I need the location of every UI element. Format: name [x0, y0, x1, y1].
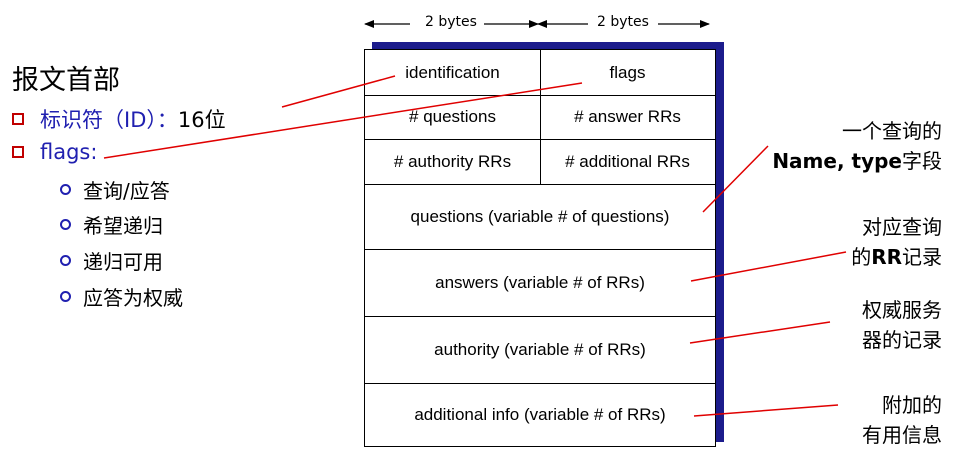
flags-subitem: 希望递归: [60, 210, 163, 239]
row-divider: [365, 184, 715, 185]
note-questions-fields: 字段: [902, 149, 942, 173]
note-answers-rr: RR: [871, 245, 902, 269]
note-answers: 对应查询 的RR记录: [851, 212, 942, 272]
note-additional-line2: 有用信息: [862, 423, 942, 447]
note-additional-line1: 附加的: [882, 393, 942, 417]
note-answers-line2: 的RR记录: [851, 242, 942, 272]
section-answers: answers (variable # of RRs): [435, 272, 645, 292]
flags-subitem: 应答为权威: [60, 282, 183, 311]
note-questions: 一个查询的 Name, type字段: [772, 116, 942, 176]
flags-subitem-text: 查询/应答: [83, 179, 170, 203]
bytes-left-label: 2 bytes: [425, 14, 477, 30]
row-divider: [365, 249, 715, 250]
circle-bullet-icon: [60, 219, 71, 230]
bullet-id: 标识符（ID）： 16位: [12, 104, 226, 134]
section-questions: questions (variable # of questions): [410, 206, 670, 226]
section-authority: authority (variable # of RRs): [434, 339, 646, 359]
flags-subitem-text: 应答为权威: [83, 286, 183, 310]
field-additional-rrs: # additional RRs: [565, 151, 690, 171]
field-answer-rrs: # answer RRs: [574, 107, 681, 126]
id-value: 16位: [177, 108, 226, 132]
flags-subitem-text: 递归可用: [83, 250, 163, 274]
flags-label: flags:: [40, 140, 98, 164]
flags-subitem: 递归可用: [60, 246, 163, 275]
field-identification: identification: [405, 62, 500, 82]
circle-bullet-icon: [60, 255, 71, 266]
section-additional: additional info (variable # of RRs): [414, 404, 666, 424]
note-answers-record: 记录: [902, 245, 942, 269]
square-bullet-icon: [12, 146, 24, 158]
note-answers-line1: 对应查询: [862, 215, 942, 239]
note-authority-line1: 权威服务: [862, 298, 942, 322]
square-bullet-icon: [12, 113, 24, 125]
note-authority-line2: 器的记录: [862, 328, 942, 352]
note-questions-name-type: Name, type: [772, 149, 902, 173]
note-additional: 附加的 有用信息: [862, 390, 942, 450]
field-questions-count: # questions: [409, 107, 496, 126]
note-questions-line1: 一个查询的: [842, 119, 942, 143]
header-title: 报文首部: [12, 65, 120, 96]
note-answers-de: 的: [851, 245, 872, 269]
note-authority: 权威服务 器的记录: [862, 295, 942, 355]
id-label: 标识符（ID）：: [40, 108, 178, 132]
bytes-right-label: 2 bytes: [597, 14, 649, 30]
field-authority-rrs: # authority RRs: [393, 151, 512, 171]
note-questions-line2: Name, type字段: [772, 146, 942, 176]
flags-subitem: 查询/应答: [60, 175, 170, 204]
field-flags: flags: [609, 62, 646, 82]
bullet-flags: flags:: [12, 140, 97, 164]
flags-subitem-text: 希望递归: [83, 214, 163, 238]
row-divider: [365, 316, 715, 317]
row-divider: [365, 383, 715, 384]
circle-bullet-icon: [60, 184, 71, 195]
dns-message-table: identification flags # questions # answe…: [364, 49, 716, 447]
circle-bullet-icon: [60, 291, 71, 302]
